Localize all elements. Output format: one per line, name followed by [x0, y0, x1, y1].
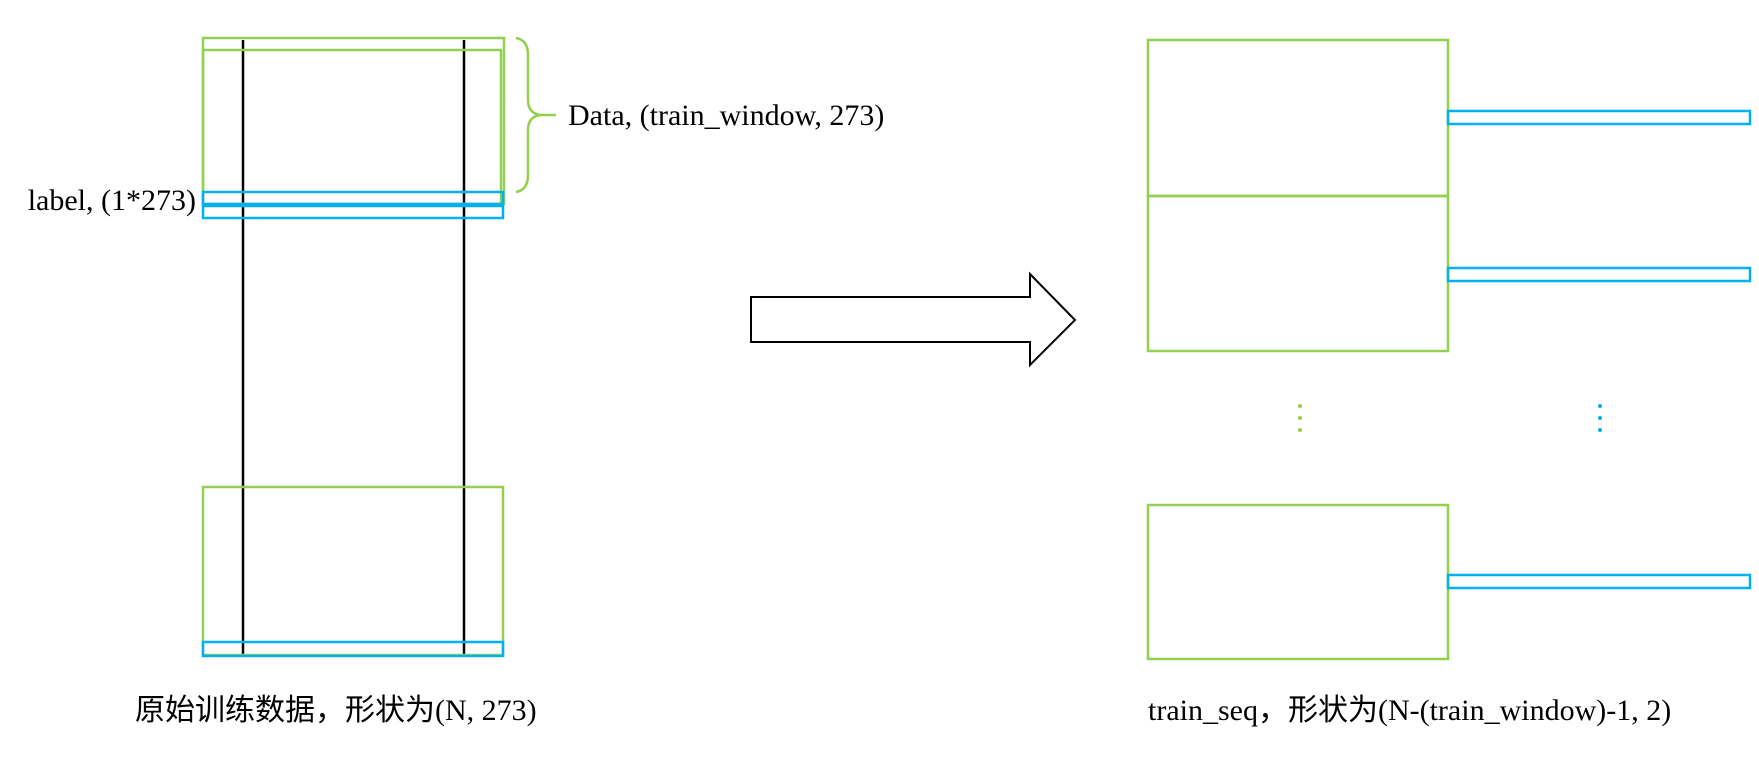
data-window-box-outer	[201, 36, 506, 206]
sequence-label-box	[1446, 573, 1752, 590]
train-seq-panel: train_seq，形状为(N-(train_window)-1, 2)	[1146, 38, 1752, 727]
label-shape-label: label, (1*273)	[28, 184, 196, 217]
sequence-data-box	[1146, 38, 1450, 198]
data-ellipsis-icon	[1298, 404, 1302, 432]
train-seq-caption: train_seq，形状为(N-(train_window)-1, 2)	[1148, 694, 1671, 727]
label-ellipsis-icon	[1598, 404, 1602, 432]
data-window-box-bottom	[201, 485, 505, 657]
sequence-item	[1146, 194, 1752, 353]
data-window-box-inner	[201, 48, 503, 206]
sequence-item	[1146, 38, 1752, 198]
sequence-item	[1146, 503, 1752, 661]
data-shape-label: Data, (train_window, 273)	[568, 99, 884, 132]
label-row-box-bottom	[201, 640, 505, 658]
original-data-caption: 原始训练数据，形状为(N, 273)	[135, 694, 537, 727]
sequence-data-box	[1146, 194, 1450, 353]
label-row-box-1	[201, 190, 505, 206]
label-row-box-2	[201, 204, 505, 220]
data-brace-icon	[515, 36, 541, 194]
right-arrow-icon	[750, 271, 1077, 368]
sequence-data-box	[1146, 503, 1450, 661]
original-data-panel: Data, (train_window, 273) label, (1*273)…	[28, 36, 884, 727]
sequence-label-box	[1446, 109, 1752, 126]
sequence-label-box	[1446, 266, 1752, 283]
